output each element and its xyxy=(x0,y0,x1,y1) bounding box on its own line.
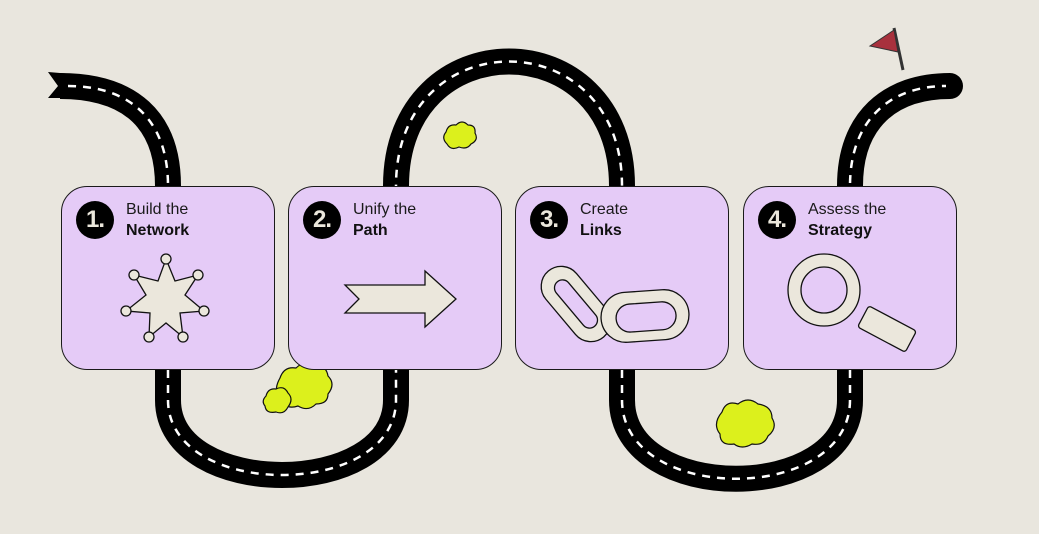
bush-icon xyxy=(443,121,477,150)
step-title-line2: Network xyxy=(126,222,190,239)
step-title-line1: Assess the xyxy=(808,201,887,218)
finish-flag-icon xyxy=(868,27,905,71)
network-star-icon xyxy=(120,253,210,343)
step-card-1: 1. Build the Network xyxy=(61,186,275,370)
bush-icon xyxy=(262,387,292,414)
step-title-line2: Links xyxy=(580,222,622,239)
step-number-badge: 1. xyxy=(76,201,114,239)
step-number-badge: 4. xyxy=(758,201,796,239)
step-title-line1: Build the xyxy=(126,201,189,218)
step-title-line1: Create xyxy=(580,201,629,218)
road-segment xyxy=(59,73,181,187)
step-card-2: 2. Unify the Path xyxy=(288,186,502,370)
road-start-notch xyxy=(48,72,72,98)
chain-link-icon xyxy=(540,265,690,343)
step-number-badge: 3. xyxy=(530,201,568,239)
step-title-line2: Path xyxy=(353,222,388,239)
step-number-badge: 2. xyxy=(303,201,341,239)
bush-icon xyxy=(715,399,775,448)
step-title-line1: Unify the xyxy=(353,201,417,218)
step-card-4: 4. Assess the Strategy xyxy=(743,186,957,370)
arrow-right-icon xyxy=(343,269,457,329)
magnifier-icon xyxy=(787,253,917,352)
step-card-3: 3. Create Links xyxy=(515,186,729,370)
step-title-line2: Strategy xyxy=(808,222,873,239)
